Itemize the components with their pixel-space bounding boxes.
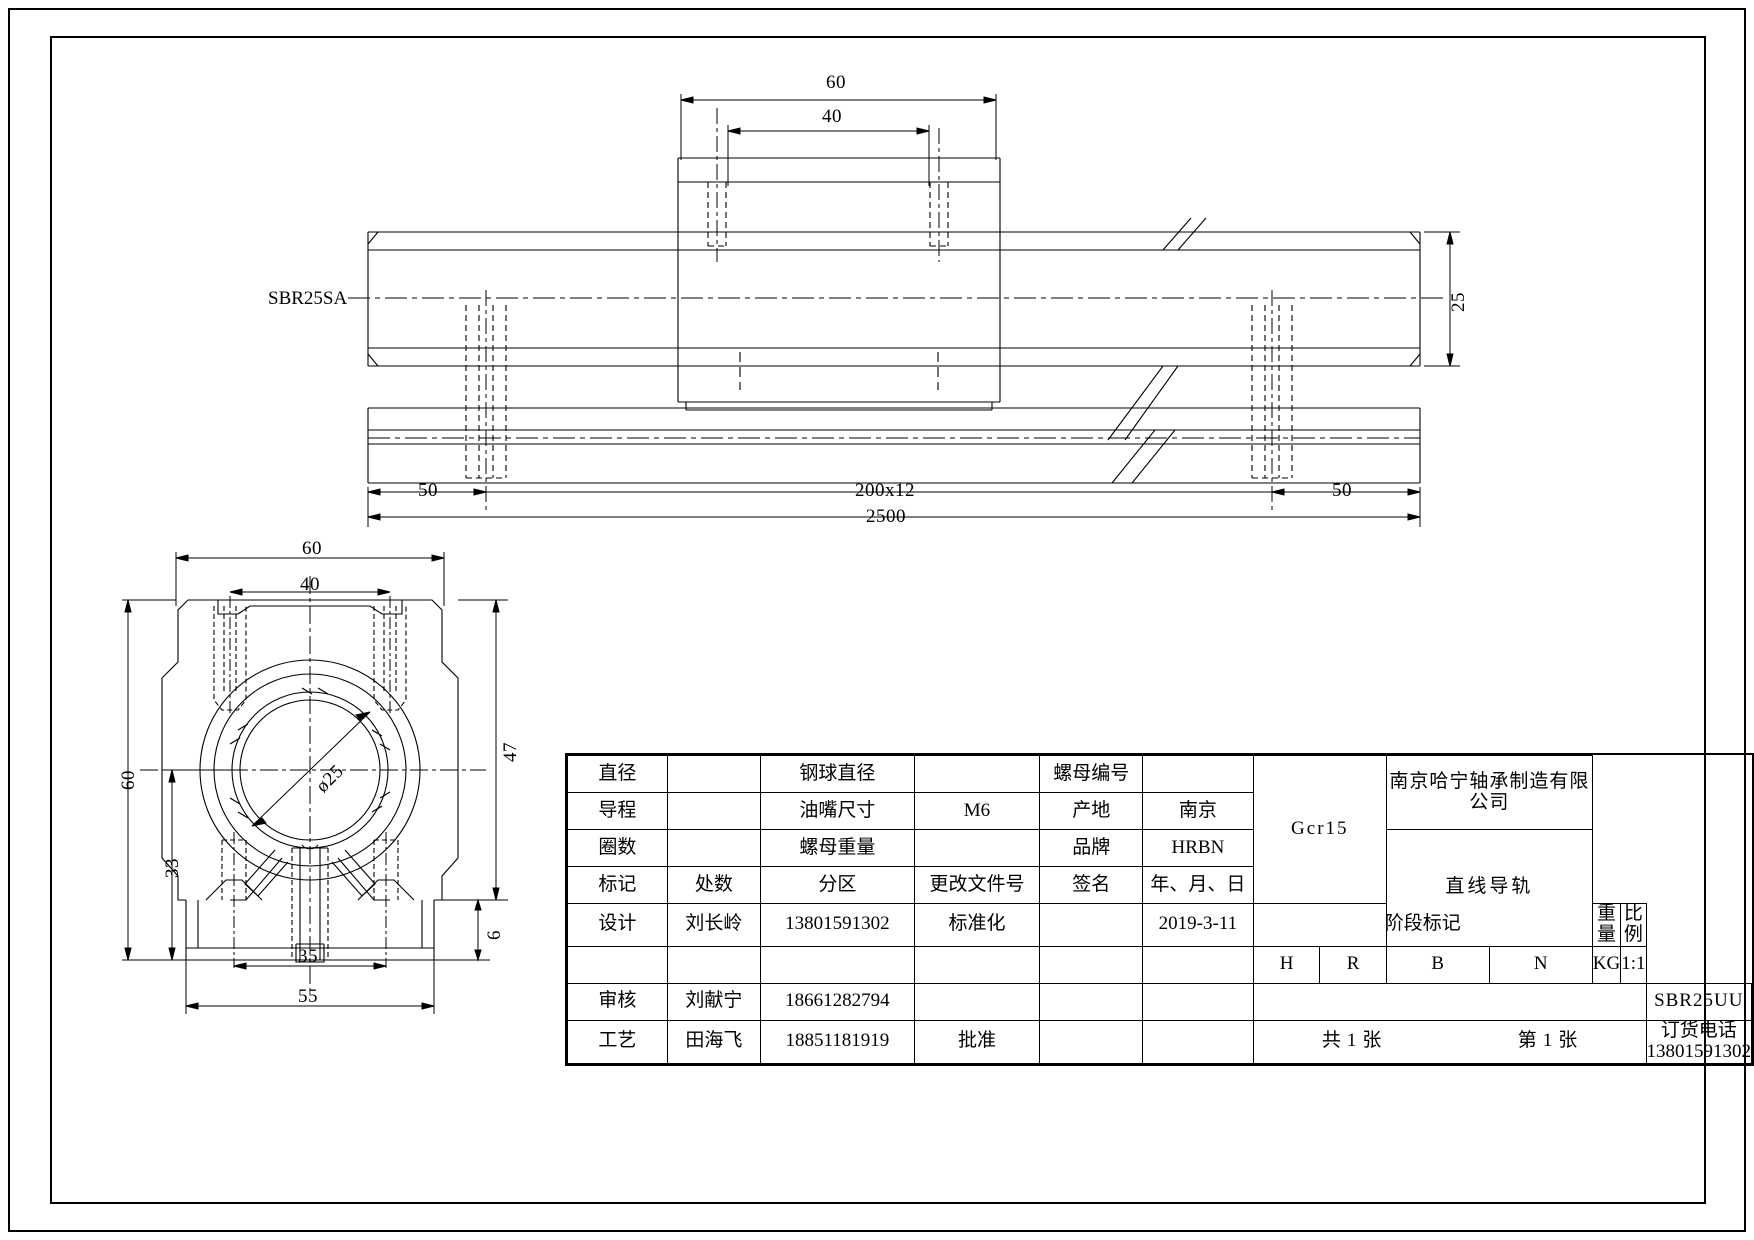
table-row: 直径 钢球直径 螺母编号 Gcr15 南京哈宁轴承制造有限公司 [567, 755, 1752, 904]
dim-end-margin-left-50: 50 [418, 480, 438, 501]
cell-stage-mark-header: 阶段标记 [1252, 903, 1593, 947]
cell-weight-value: KG [1591, 945, 1622, 984]
cell-stage-h: H [1252, 945, 1321, 984]
cell-review-role: 审核 [567, 982, 668, 1021]
cell-process-role: 工艺 [567, 1019, 668, 1064]
dim-side-height-60: 60 [118, 770, 139, 790]
dim-end-margin-right-50: 50 [1332, 480, 1352, 501]
cell-nut-weight-label: 螺母重量 [760, 829, 915, 867]
cell-review-name: 刘献宁 [666, 982, 762, 1021]
cell-nut-weight-value [913, 829, 1041, 867]
cell-review-sign [1039, 982, 1144, 1021]
cell-blank-date [1142, 945, 1254, 984]
cell-lead-value [666, 792, 762, 830]
cell-weight-header: 重量 [1591, 903, 1622, 947]
sheet-index-prefix-2: 第 [1517, 1030, 1543, 1052]
dim-rail-height-25: 25 [1448, 292, 1469, 312]
cell-model-number: SBR25UU [1645, 982, 1752, 1021]
cell-scale-header: 比例 [1620, 903, 1647, 947]
cell-process-date [1142, 1019, 1254, 1064]
cell-blank-sign [1039, 945, 1144, 984]
cell-design-role: 设计 [567, 903, 668, 947]
table-row: 审核 刘献宁 18661282794 SBR25UU [567, 982, 1752, 1021]
dim-top-width-40: 40 [822, 106, 842, 127]
cell-lead-label: 导程 [567, 792, 668, 830]
cell-sheet-counts-bottom: 共1张 第1张 [1252, 1019, 1647, 1064]
cell-turns-value [666, 829, 762, 867]
cell-design-phone: 13801591302 [760, 903, 915, 947]
title-block-table: 直径 钢球直径 螺母编号 Gcr15 南京哈宁轴承制造有限公司 导程 油嘴尺寸 … [567, 755, 1752, 1064]
cell-approve-label: 批准 [913, 1019, 1041, 1064]
dim-total-length-2500: 2500 [866, 506, 906, 527]
cell-turns-label: 圈数 [567, 829, 668, 867]
part-label-sbr25sa: SBR25SA [268, 288, 348, 309]
cell-blank-role [567, 945, 668, 984]
cell-stage-r: R [1319, 945, 1387, 984]
cell-origin-value: 南京 [1142, 792, 1254, 830]
sheet-count-suffix-2: 张 [1362, 1030, 1382, 1052]
dim-side-center-33: 33 [162, 858, 183, 878]
cell-standardization-label: 标准化 [913, 903, 1041, 947]
sheet-index-value-2: 1 [1542, 1030, 1559, 1052]
table-row: 工艺 田海飞 18851181919 批准 共1张 第1张 [567, 1019, 1752, 1064]
cell-brand-value: HRBN [1142, 829, 1254, 867]
cell-diameter-label: 直径 [567, 755, 668, 793]
dim-hole-pitch: 200x12 [855, 480, 915, 501]
dim-side-width-60: 60 [302, 538, 322, 559]
sheet-border-outer [8, 8, 1746, 1232]
sheet-count-value-2: 1 [1346, 1030, 1363, 1052]
cell-rev-date-header: 年、月、日 [1142, 866, 1254, 904]
cell-brand-label: 品牌 [1039, 829, 1144, 867]
cell-diameter-value [666, 755, 762, 793]
cell-nozzle-size-label: 油嘴尺寸 [760, 792, 915, 830]
cell-rev-sign-header: 签名 [1039, 866, 1144, 904]
cell-rev-zone-header: 分区 [760, 866, 915, 904]
cell-sheet-counts [1252, 982, 1647, 1021]
sheet-border-inner [50, 36, 1706, 1204]
cell-blank-phone [760, 945, 915, 984]
cell-review-date [1142, 982, 1254, 1021]
sheet-index-suffix-2: 张 [1558, 1030, 1578, 1052]
cell-nut-number-value [1142, 755, 1254, 793]
cell-rev-docno-header: 更改文件号 [913, 866, 1041, 904]
sheet-count-prefix-2: 共 [1321, 1030, 1347, 1052]
cell-blank-name [666, 945, 762, 984]
cell-review-extra [913, 982, 1041, 1021]
sheet-index-group-2: 第1张 [1450, 1024, 1646, 1060]
cell-rev-count-header: 处数 [666, 866, 762, 904]
dim-side-block-47: 47 [500, 742, 521, 762]
table-row: 设计 刘长岭 13801591302 标准化 2019-3-11 阶段标记 重量… [567, 903, 1752, 947]
dim-side-base-6: 6 [484, 930, 505, 940]
dim-side-base-width-55: 55 [298, 986, 318, 1007]
cell-design-name: 刘长岭 [666, 903, 762, 947]
cell-rev-mark-header: 标记 [567, 866, 668, 904]
title-block: 直径 钢球直径 螺母编号 Gcr15 南京哈宁轴承制造有限公司 导程 油嘴尺寸 … [565, 753, 1754, 1066]
table-row: H R B N KG 1:1 [567, 945, 1752, 984]
cell-process-sign [1039, 1019, 1144, 1064]
cell-material: Gcr15 [1252, 755, 1387, 904]
cell-origin-label: 产地 [1039, 792, 1144, 830]
cell-process-phone: 18851181919 [760, 1019, 915, 1064]
dim-top-width-60: 60 [826, 72, 846, 93]
cell-design-sign [1039, 903, 1144, 947]
cell-order-phone: 订货电话13801591302 [1645, 1019, 1752, 1064]
cell-ball-diameter-value [913, 755, 1041, 793]
cell-design-date: 2019-3-11 [1142, 903, 1254, 947]
dim-side-width-40: 40 [300, 574, 320, 595]
cell-review-phone: 18661282794 [760, 982, 915, 1021]
cell-stage-b: B [1385, 945, 1490, 984]
cell-ball-diameter-label: 钢球直径 [760, 755, 915, 793]
cell-blank-extra [913, 945, 1041, 984]
table-row: 标记 处数 分区 更改文件号 签名 年、月、日 [567, 866, 1752, 904]
cell-process-name: 田海飞 [666, 1019, 762, 1064]
cell-stage-n: N [1488, 945, 1593, 984]
table-row: 圈数 螺母重量 品牌 HRBN 直线导轨 [567, 829, 1752, 947]
cell-nut-number-label: 螺母编号 [1039, 755, 1144, 793]
dim-side-bolt-span-35: 35 [298, 946, 318, 967]
cell-company-name: 南京哈宁轴承制造有限公司 [1385, 755, 1593, 830]
cell-nozzle-size-value: M6 [913, 792, 1041, 830]
sheet-count-group-2: 共1张 [1254, 1024, 1450, 1060]
cell-scale-value: 1:1 [1620, 945, 1647, 984]
